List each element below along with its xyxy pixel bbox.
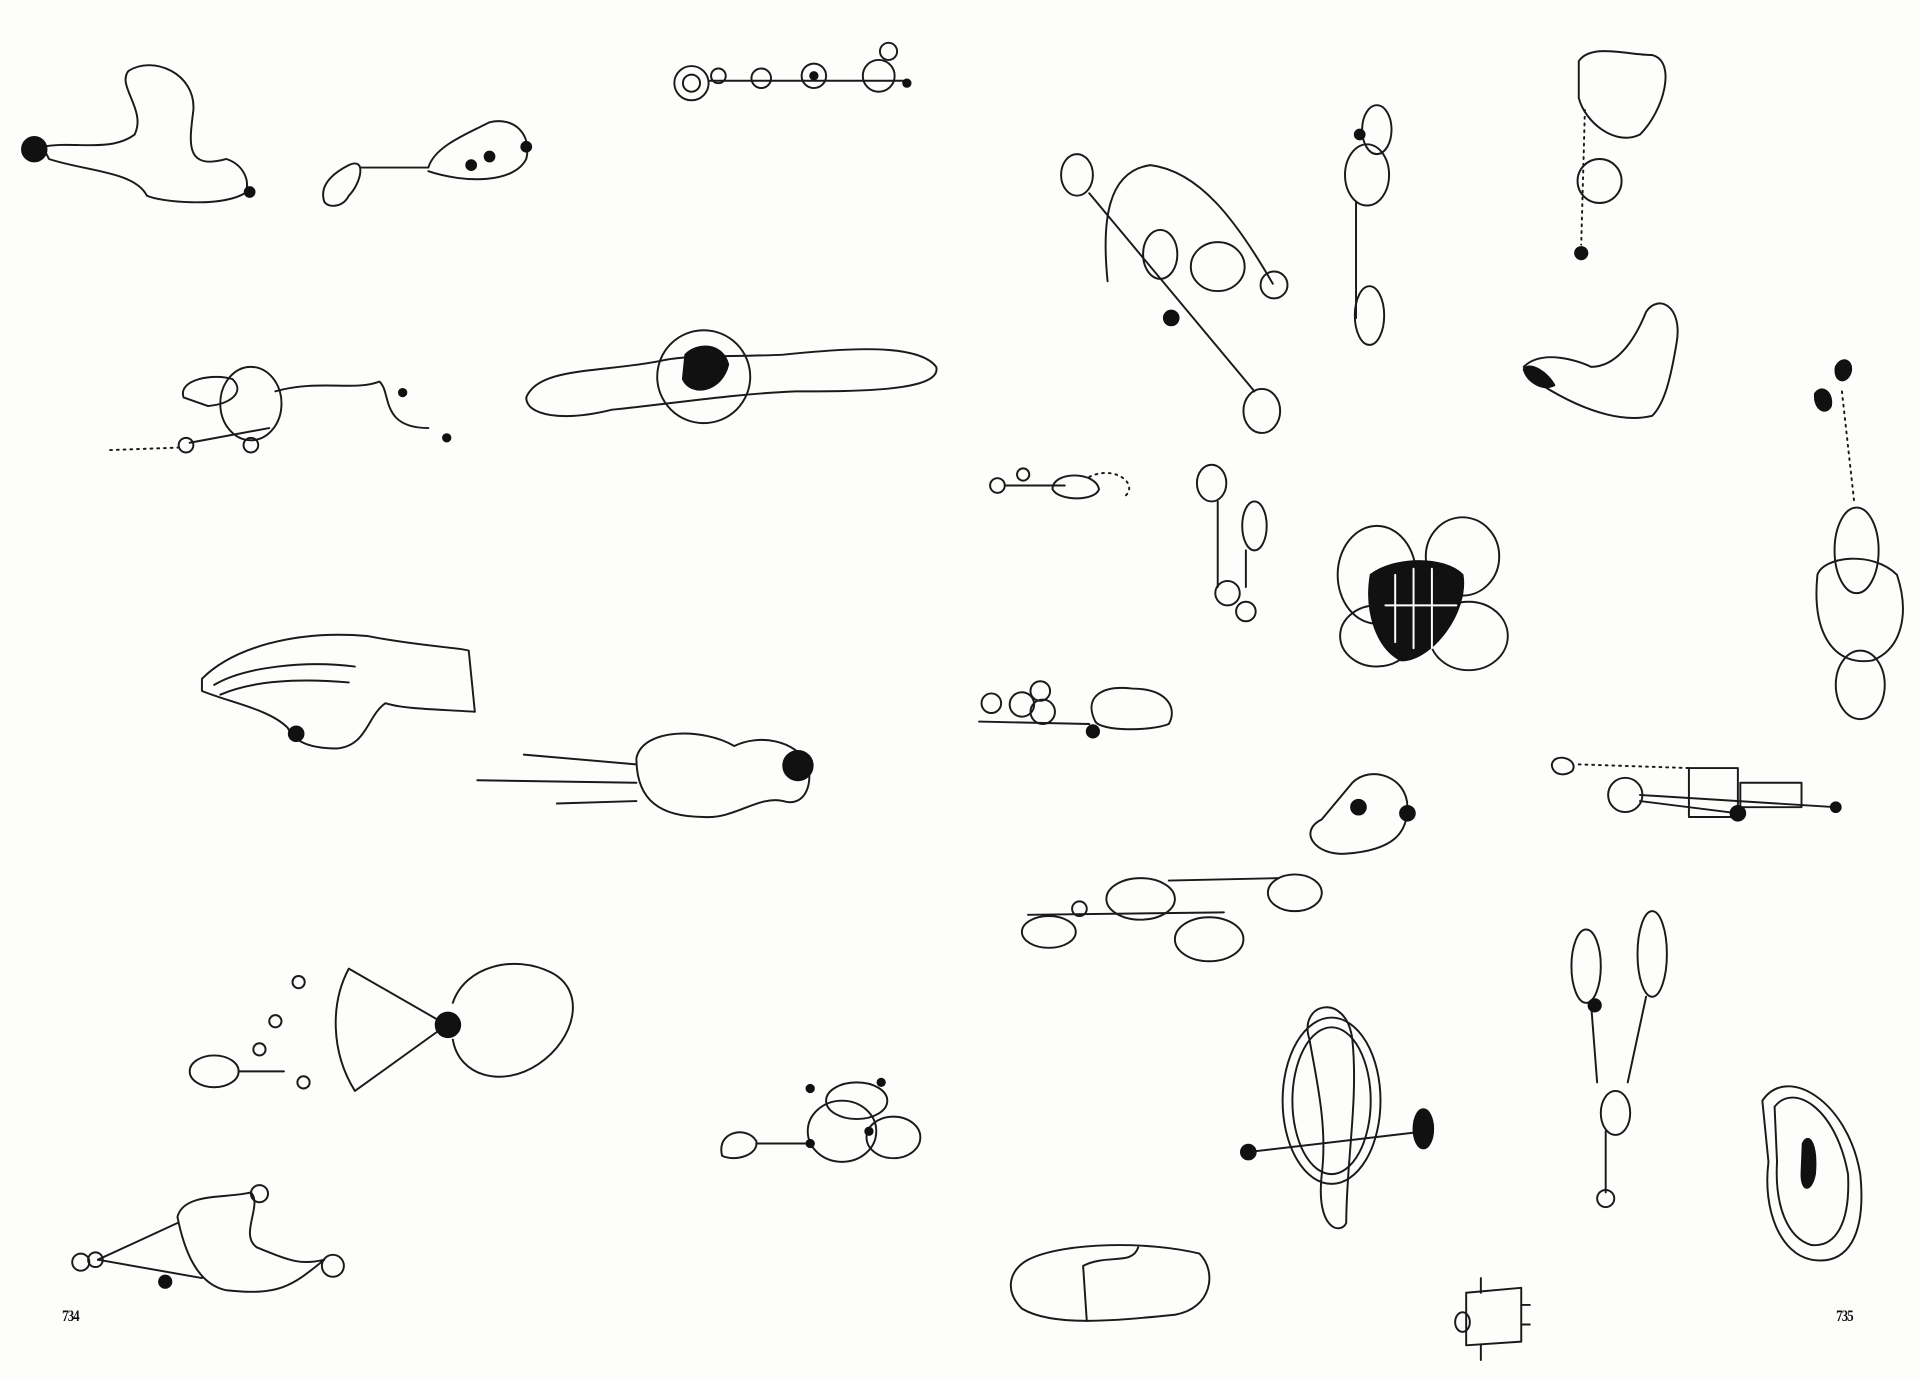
doodle-toothy-mouth (1336, 516, 1509, 672)
doodle-fan (188, 962, 574, 1092)
doodle-hanging-blob (1574, 50, 1667, 261)
doodle-nested-outline (1761, 1085, 1863, 1262)
doodle-capsule (1009, 1244, 1211, 1322)
doodle-small-chain (989, 467, 1131, 500)
doodle-linked-loops (109, 365, 452, 454)
doodle-foot-shape (322, 120, 533, 207)
doodle-cluster (720, 1077, 922, 1163)
doodle-clawed-limb (1522, 302, 1679, 419)
doodle-dotted-pendant (1813, 359, 1904, 721)
doodle-linked-ovals (1060, 153, 1289, 434)
doodle-stacked-circles (978, 680, 1173, 739)
doodle-square-box (1454, 1277, 1531, 1361)
doodle-vertical-chain (1344, 104, 1393, 346)
doodle-knot-blob (1309, 773, 1416, 855)
doodle-long-ovals (1020, 873, 1323, 963)
page-number-left: 734 (62, 1308, 80, 1325)
doodle-blob-with-dots (21, 64, 256, 204)
doodle-squiggle-net (71, 1184, 345, 1293)
doodle-rect-linkage (1550, 756, 1842, 822)
doodle-figure-pins (1195, 463, 1268, 623)
doodle-hand (200, 633, 476, 750)
doodle-tall-pendants (1570, 910, 1668, 1209)
doodle-blob-with-strings (476, 732, 814, 818)
doodle-arms-through-circle (525, 329, 938, 425)
doodle-ring-bar (1240, 1006, 1435, 1230)
doodle-beads-line (673, 41, 912, 102)
page-number-right: 735 (1836, 1308, 1854, 1325)
